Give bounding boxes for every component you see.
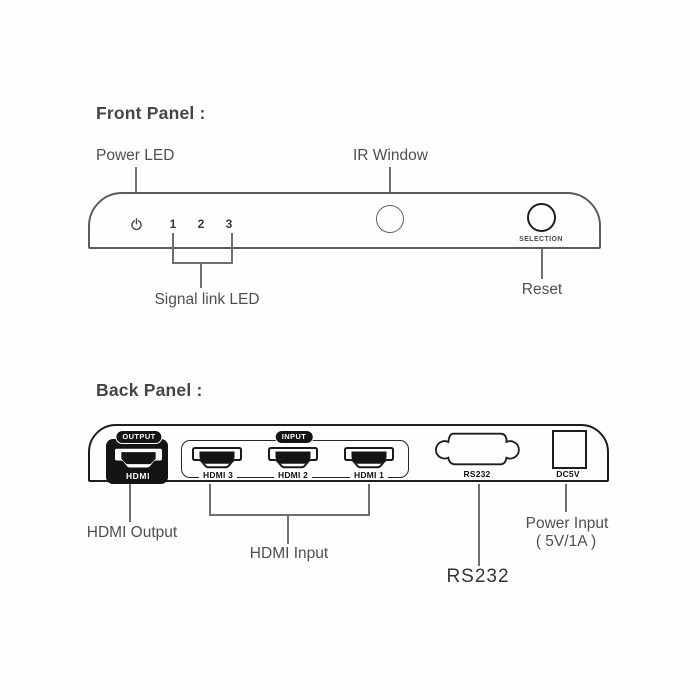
front-panel-outline [88,192,601,249]
back-panel-title: Back Panel : [96,380,203,400]
power-input-callout-line1: Power Input [525,515,609,532]
signal-link-stem-line [200,262,202,288]
rs232-pointer-line [478,484,480,566]
ir-window [376,205,404,233]
hdmi-output-callout: HDMI Output [86,524,178,541]
hdmi2-port-label: HDMI 2 [273,470,313,480]
rs232-port [435,432,520,466]
hdmi-input-port-1 [344,447,394,469]
hdmi-input-bracket [209,484,370,516]
selection-button-label: SELECTION [519,236,563,243]
output-badge: OUTPUT [115,430,163,444]
power-input-callout-line2: ( 5V/1A ) [535,533,597,550]
hdmi-input-stem-line [287,514,289,544]
signal-link-bracket [172,233,233,264]
hdmi1-port-label: HDMI 1 [349,470,389,480]
input-badge: INPUT [274,430,314,444]
dc5v-port [552,430,587,469]
power-input-pointer-line [565,484,567,512]
ir-window-label: IR Window [353,147,428,164]
reset-pointer-line [541,249,543,279]
led-2: 2 [197,217,205,231]
hdmi-input-port-3 [192,447,242,469]
led-3: 3 [225,217,233,231]
power-icon [131,218,142,231]
reset-label: Reset [521,281,563,298]
signal-link-label: Signal link LED [154,291,260,308]
power-led-pointer-line [135,167,137,210]
hdmi-output-pointer-line [129,484,131,522]
front-panel-title: Front Panel : [96,103,206,123]
back-panel-outline [88,424,609,482]
hdmi3-port-label: HDMI 3 [198,470,238,480]
rs232-callout: RS232 [446,566,510,587]
selection-button [527,203,556,232]
hdmi-output-port-label: HDMI [125,471,151,481]
led-1: 1 [169,217,177,231]
dc5v-port-label: DC5V [552,469,584,479]
hdmi-output-port [114,448,163,468]
hdmi-input-callout: HDMI Input [249,545,329,562]
power-led-label: Power LED [96,147,175,164]
rs232-port-label: RS232 [459,469,495,479]
hdmi-input-port-2 [268,447,318,469]
ir-window-pointer-line [389,167,391,204]
